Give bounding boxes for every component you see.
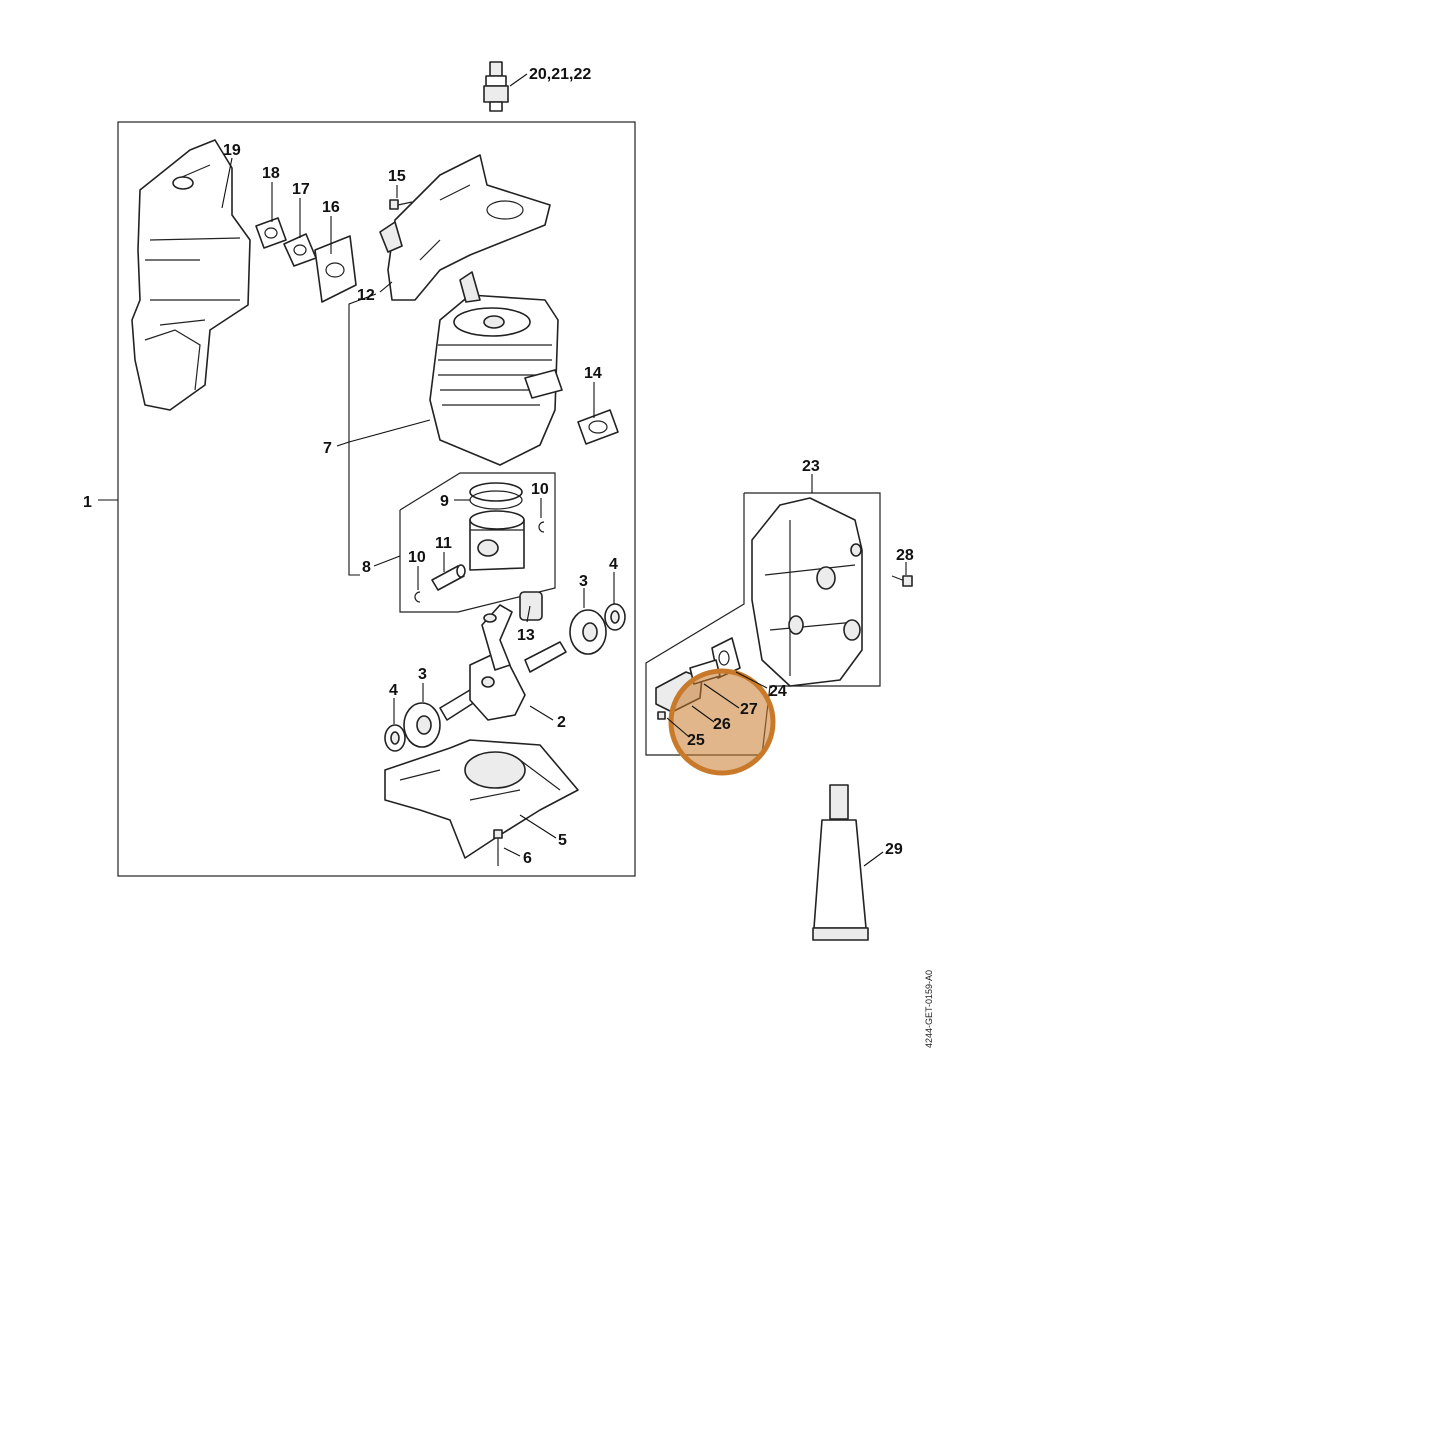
callout-3-left: 3 xyxy=(418,666,427,683)
callout-6: 6 xyxy=(523,850,532,867)
bearing-part-b xyxy=(403,702,441,748)
callout-23: 23 xyxy=(802,458,820,475)
callout-25: 25 xyxy=(687,732,705,749)
muffler-part xyxy=(751,497,863,687)
callout-29: 29 xyxy=(885,841,903,858)
seal-part xyxy=(604,603,626,631)
baffle-part xyxy=(379,154,551,301)
callout-2: 2 xyxy=(557,714,566,731)
seal-part-b xyxy=(384,724,406,752)
crankcase-part xyxy=(384,739,579,859)
callout-8: 8 xyxy=(362,559,371,576)
callout-24: 24 xyxy=(769,683,787,700)
crankshaft-part xyxy=(439,604,567,721)
callout-16: 16 xyxy=(322,199,340,216)
callout-15: 15 xyxy=(388,168,406,185)
gasket-17-part xyxy=(283,233,317,267)
circlip-part xyxy=(538,521,545,533)
callout-11: 11 xyxy=(435,535,452,552)
callout-17: 17 xyxy=(292,181,310,198)
callout-27: 27 xyxy=(740,701,758,718)
leader-lines xyxy=(98,73,907,867)
engine-assembly-box xyxy=(117,121,636,877)
needle-cage-part xyxy=(519,591,543,621)
callout-14: 14 xyxy=(584,365,602,382)
screw-15-part xyxy=(389,199,413,210)
muffler-gasket-part xyxy=(577,409,619,445)
callout-1: 1 xyxy=(83,494,92,511)
gasket-16-part xyxy=(314,235,357,303)
callout-10-top: 10 xyxy=(531,481,549,498)
callout-4-right: 4 xyxy=(609,556,618,573)
gasket-18-part xyxy=(255,217,287,249)
screw-6-part xyxy=(493,829,503,866)
screw-26-part xyxy=(657,711,666,720)
callout-18: 18 xyxy=(262,165,280,182)
callout-20-21-22: 20,21,22 xyxy=(529,66,591,83)
piston-kit-box xyxy=(399,472,556,613)
shroud-part xyxy=(131,139,251,411)
callout-19: 19 xyxy=(223,142,241,159)
drawing-code: 4244-GET-0159-A0 xyxy=(924,970,934,1048)
callout-26: 26 xyxy=(713,716,731,733)
callout-4-left: 4 xyxy=(389,682,398,699)
cylinder-part xyxy=(429,271,563,466)
piston-ring-part xyxy=(469,482,523,502)
callout-10-bottom: 10 xyxy=(408,549,426,566)
callout-7: 7 xyxy=(323,440,332,457)
callout-13: 13 xyxy=(517,627,535,644)
callout-3-right: 3 xyxy=(579,573,588,590)
callout-28: 28 xyxy=(896,547,914,564)
callout-12: 12 xyxy=(357,287,375,304)
spark-plug-part xyxy=(483,61,509,112)
callout-9: 9 xyxy=(440,493,449,510)
piston-pin-part xyxy=(431,564,466,591)
grease-tube-part xyxy=(812,784,869,941)
bearing-part xyxy=(569,609,607,655)
piston-part xyxy=(469,510,525,571)
screw-28-part xyxy=(891,575,913,587)
callout-5: 5 xyxy=(558,832,567,849)
circlip-part-b xyxy=(414,591,421,603)
